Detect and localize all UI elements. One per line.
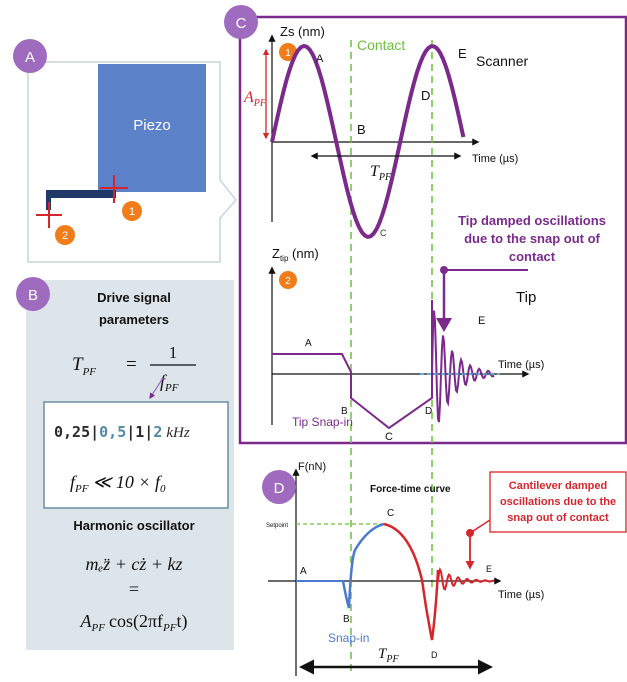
- cantilever-note-line3: snap out of contact: [507, 512, 609, 524]
- ztip-axis-label: Ztip (nm): [272, 246, 319, 263]
- tip-trajectory: [272, 300, 433, 430]
- tip-point-d: D: [425, 406, 432, 417]
- marker-2-badge: [55, 225, 75, 245]
- drive-title-line2: parameters: [99, 312, 169, 327]
- cantilever-note-line2: oscillations due to the: [500, 496, 616, 508]
- scanner-time-label: Time (µs): [472, 153, 518, 165]
- period-numerator: 1: [169, 343, 178, 362]
- panel-b-letter: B: [28, 287, 38, 304]
- tip-time-label: Time (µs): [498, 359, 544, 371]
- scanner-sine-curve: [270, 43, 466, 239]
- tip-point-a: A: [305, 338, 312, 349]
- force-point-d: D: [431, 650, 438, 660]
- marker-1-label: 1: [129, 206, 135, 218]
- cantilever-bar: [46, 190, 116, 198]
- apf-label: APF: [243, 89, 267, 109]
- scanner-point-e: E: [458, 46, 467, 61]
- force-damped-oscillation: [437, 566, 495, 591]
- period-lhs: TPF: [72, 354, 96, 378]
- period-formula: TPF = 1 fPF: [72, 343, 196, 394]
- panel-a-badge: [13, 39, 47, 73]
- period-equals: =: [126, 354, 137, 375]
- tip-note-line3: contact: [509, 249, 556, 264]
- tip-point-b: B: [341, 406, 348, 417]
- cantilever-note-line1: Cantilever damped: [509, 480, 607, 492]
- marker-1-badge: [122, 201, 142, 221]
- tip-note-line2: due to the snap out of: [464, 231, 600, 246]
- tip-label: Tip: [516, 289, 536, 306]
- zs-axis-label: Zs (nm): [280, 24, 325, 39]
- harmonic-title: Harmonic oscillator: [73, 518, 194, 533]
- force-contact-rise: [341, 522, 385, 609]
- zs-marker-badge: [279, 43, 297, 61]
- panel-c-letter: C: [236, 15, 247, 32]
- zs-marker-label: 1: [285, 48, 291, 59]
- freq-box: [43, 401, 229, 509]
- force-point-c: C: [387, 508, 394, 519]
- scanner-label: Scanner: [476, 53, 528, 69]
- freq-pointer-arrow: [149, 377, 164, 400]
- harmonic-eq-line1: mₑz̈ + cż + kz: [85, 554, 182, 574]
- scanner-point-c: C: [380, 228, 387, 238]
- scanner-point-a: A: [316, 53, 324, 65]
- period-denominator: fPF: [160, 371, 179, 394]
- ztip-marker-label: 2: [285, 276, 291, 287]
- marker-2-label: 2: [62, 230, 68, 242]
- snapin-label: Snap-in: [328, 631, 369, 645]
- freq-condition: fPF≪ 10 × f0: [70, 472, 166, 495]
- panel-b: Drive signal parameters TPF = 1 fPF 0,25…: [16, 277, 234, 650]
- panel-b-badge: [16, 277, 50, 311]
- panel-a: Piezo 1 2 A: [13, 39, 237, 263]
- force-axis-label: F(nN): [298, 461, 326, 473]
- cantilever-note-box: [489, 471, 627, 533]
- panel-d-badge: [262, 470, 296, 504]
- tip-note-line1: Tip damped oscillations: [458, 213, 606, 228]
- piezo-label: Piezo: [133, 117, 171, 134]
- force-curve-title: Force-time curve: [370, 484, 451, 495]
- force-point-e: E: [486, 564, 492, 574]
- cantilever-tip: [46, 190, 51, 210]
- cantilever-note-leader: [469, 519, 491, 534]
- force-time-label: Time (µs): [498, 589, 544, 601]
- panel-c-badge: [224, 5, 258, 39]
- force-retract: [383, 522, 440, 641]
- tip-note-arrowhead: [436, 318, 452, 332]
- panel-c: Zs (nm) 1 Time (µs) Contact APF TPF A B …: [224, 5, 627, 672]
- drive-title-line1: Drive signal: [97, 290, 171, 305]
- tip-point-e: E: [478, 315, 485, 327]
- panel-d-letter: D: [274, 480, 285, 497]
- force-tpf-label: TPF: [378, 646, 399, 665]
- piezo-block: [98, 64, 206, 192]
- contact-label: Contact: [357, 37, 405, 53]
- ztip-marker-badge: [279, 271, 297, 289]
- force-point-b: B: [343, 614, 350, 625]
- tpf-label: TPF: [370, 163, 392, 183]
- force-point-a: A: [300, 566, 307, 577]
- tip-point-c: C: [385, 431, 393, 443]
- panel-a-letter: A: [25, 49, 35, 66]
- harmonic-eq-line2: =: [129, 579, 139, 599]
- tip-damped-oscillation: [431, 310, 495, 423]
- setpoint-label: Setpoint: [266, 523, 288, 529]
- scanner-point-d: D: [421, 88, 430, 103]
- panel-d: F(nN) Force-time curve Setpoint A B C D …: [262, 461, 627, 676]
- scanner-point-b: B: [357, 122, 366, 137]
- tip-snapin-label: Tip Snap-in: [292, 415, 353, 429]
